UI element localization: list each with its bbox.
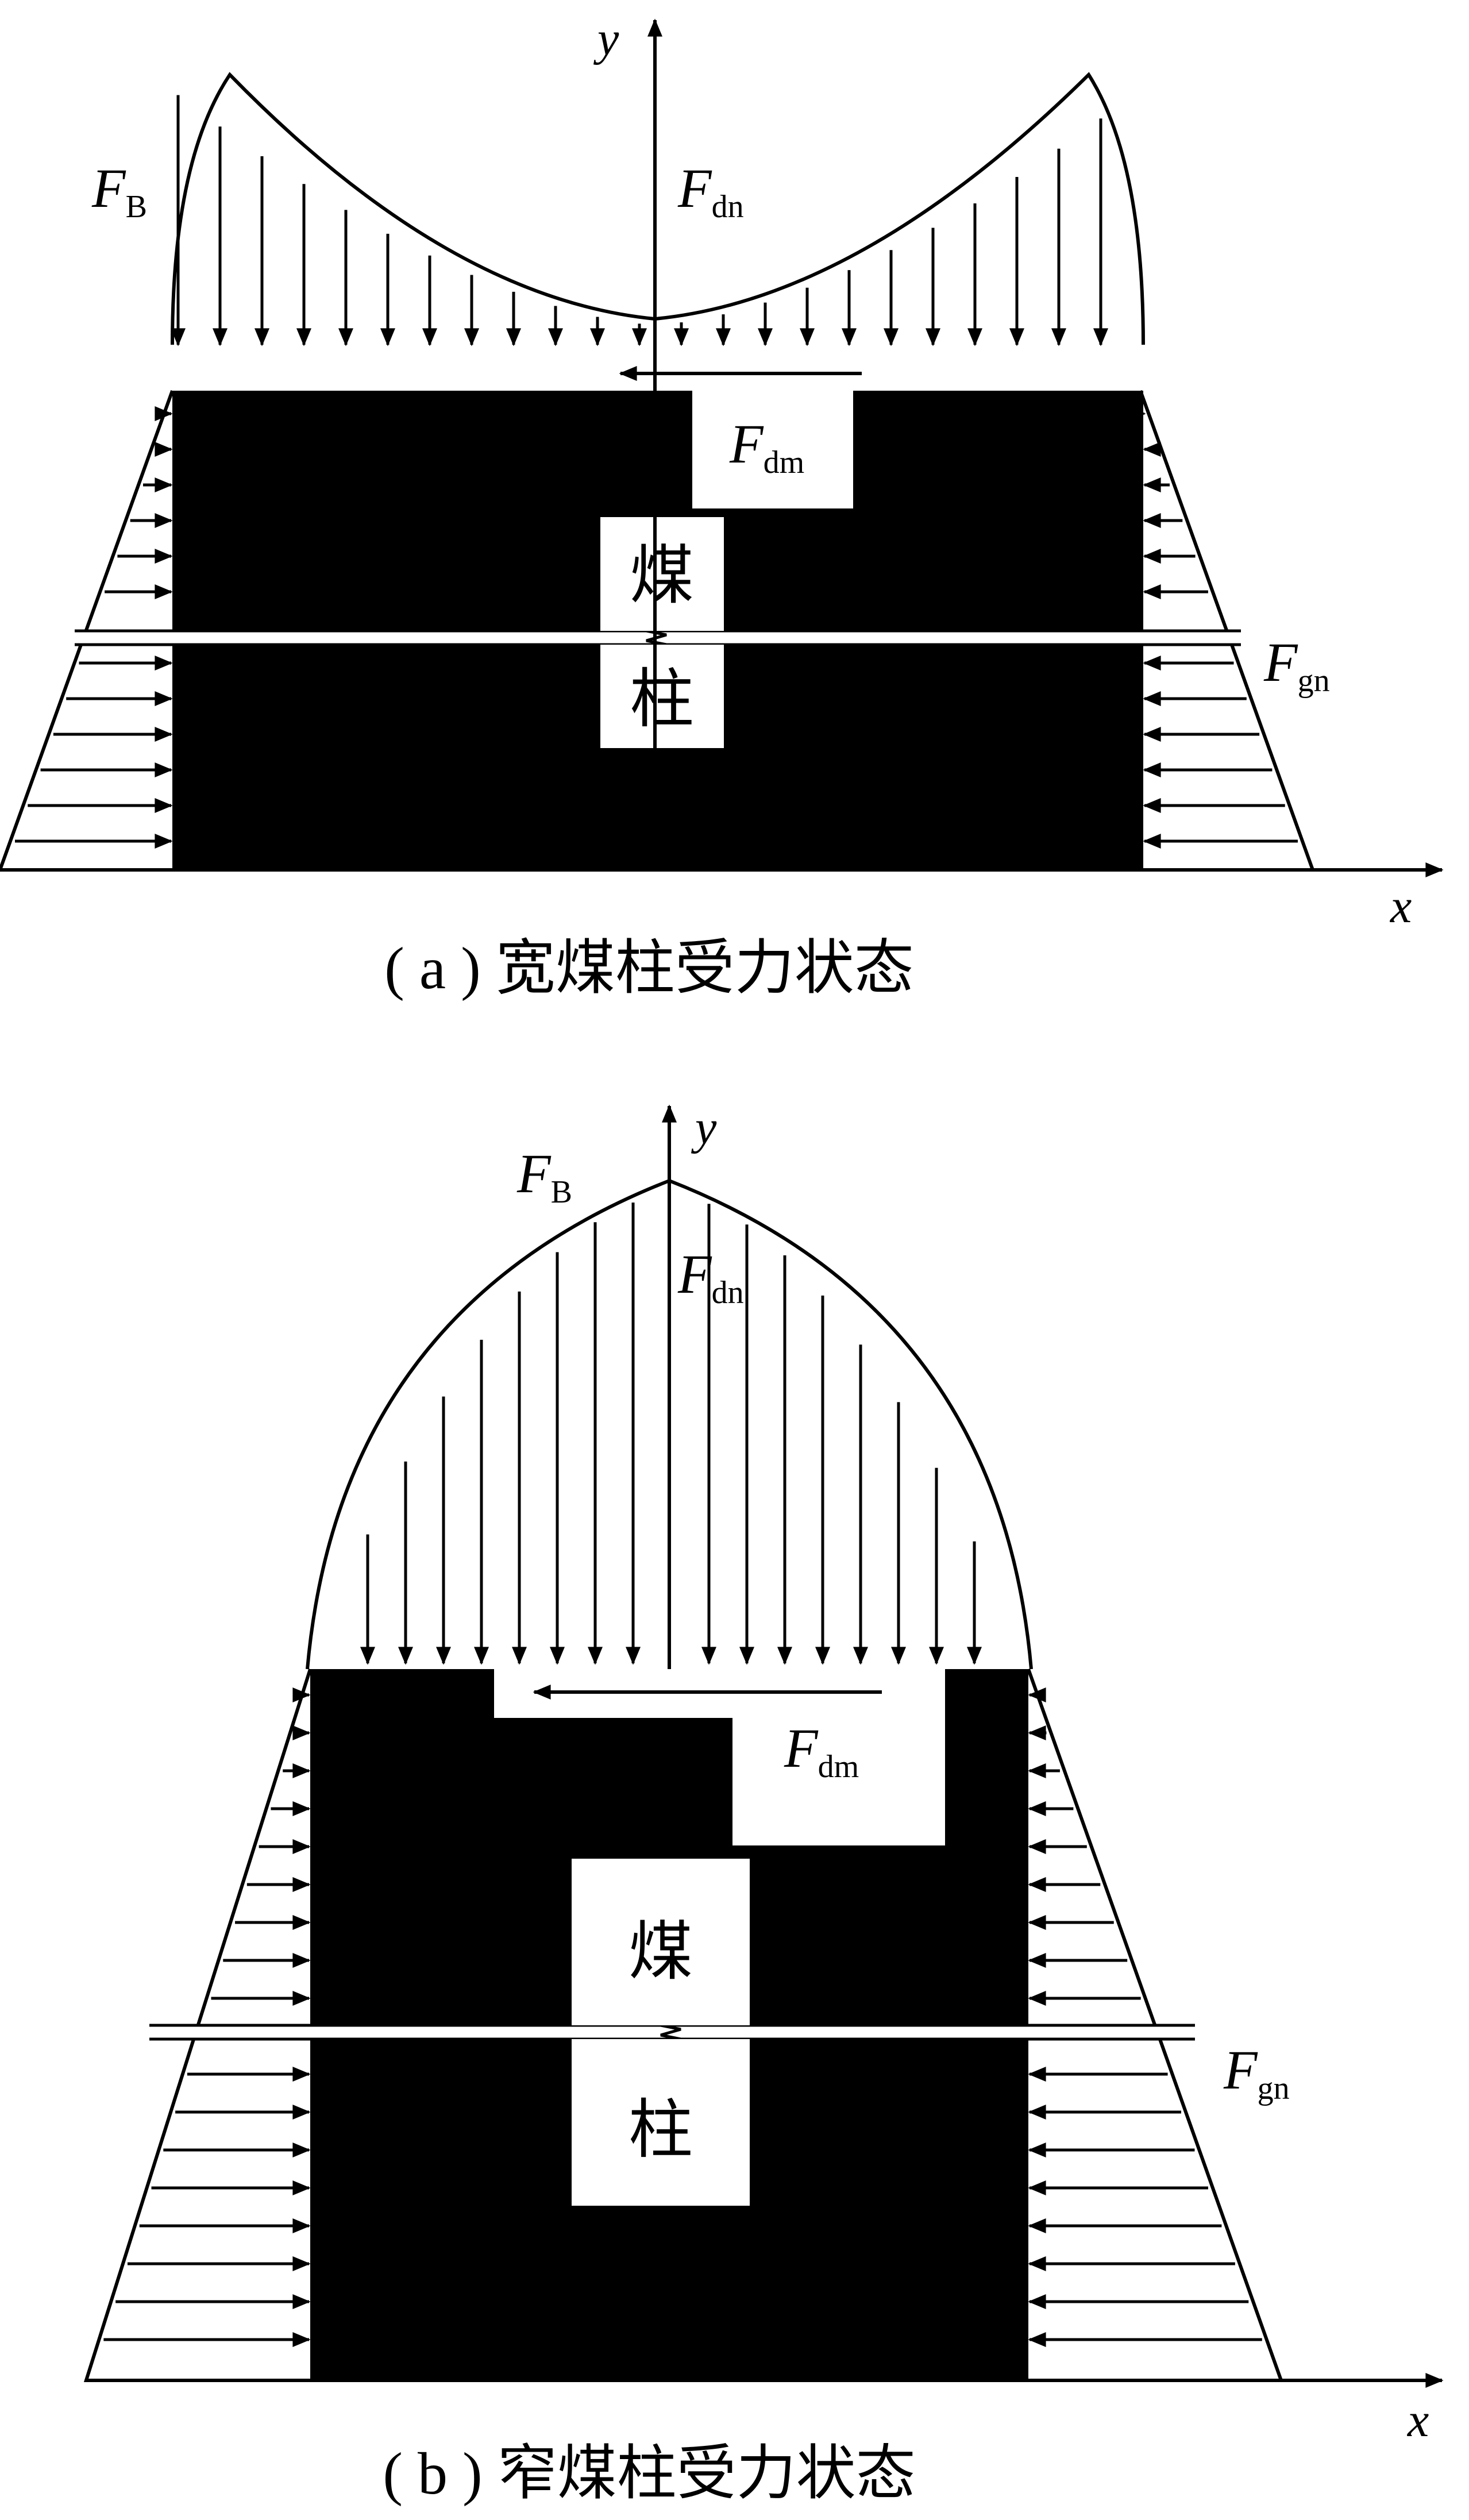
panel-b-pillar-text-top: 煤 (629, 1917, 693, 1988)
panel-a-pillar-text-bottom: 柱 (630, 664, 694, 735)
panel-a-side-arrows (14, 406, 1298, 849)
panel-a: y x FB Fdn Fdm Fgn 煤 柱 ( a ) 宽煤柱受力状态 (0, 12, 1444, 1001)
panel-b: y x FB Fdn Fdm Fgn 煤 柱 ( b ) 窄煤柱受力状态 (83, 1101, 1444, 2507)
panel-a-fgn-label: Fgn (1263, 631, 1330, 699)
panel-a-fdn-label: Fdn (677, 157, 744, 225)
panel-b-fgn-label: Fgn (1223, 2039, 1290, 2106)
panel-b-fdm-box (494, 1669, 945, 1845)
panel-a-coal-box-top (600, 517, 724, 631)
panel-a-fb-label: FB (91, 157, 147, 225)
panel-b-fdn-label: Fdn (677, 1243, 744, 1311)
panel-b-pillar-text-bottom: 柱 (629, 2095, 693, 2166)
panel-a-top-arrows (171, 95, 1108, 346)
panel-b-x-label: x (1406, 2394, 1429, 2447)
panel-a-fdm-box (692, 391, 853, 508)
panel-b-coal-box-top (572, 1859, 750, 2025)
panel-a-fdm-label: Fdm (729, 413, 804, 480)
panel-b-fdm-label: Fdm (784, 1717, 859, 1785)
panel-a-coal-box-bottom (600, 645, 724, 748)
panel-b-break-symbol (660, 2024, 681, 2041)
panel-a-pillar-text-top: 煤 (630, 541, 694, 612)
panel-a-y-label: y (593, 12, 619, 65)
panel-b-side-arrows (103, 1687, 1262, 2347)
panel-a-caption: ( a ) 宽煤柱受力状态 (384, 935, 913, 1001)
panel-b-caption: ( b ) 窄煤柱受力状态 (383, 2441, 915, 2507)
panel-b-coal-box-bottom (572, 2039, 750, 2206)
panel-b-y-label: y (691, 1101, 717, 1154)
panel-b-fb-label: FB (516, 1143, 572, 1210)
panel-b-top-arrows (360, 1202, 982, 1665)
panel-a-top-load-curve (171, 72, 1145, 345)
panel-a-x-label: x (1389, 880, 1412, 933)
